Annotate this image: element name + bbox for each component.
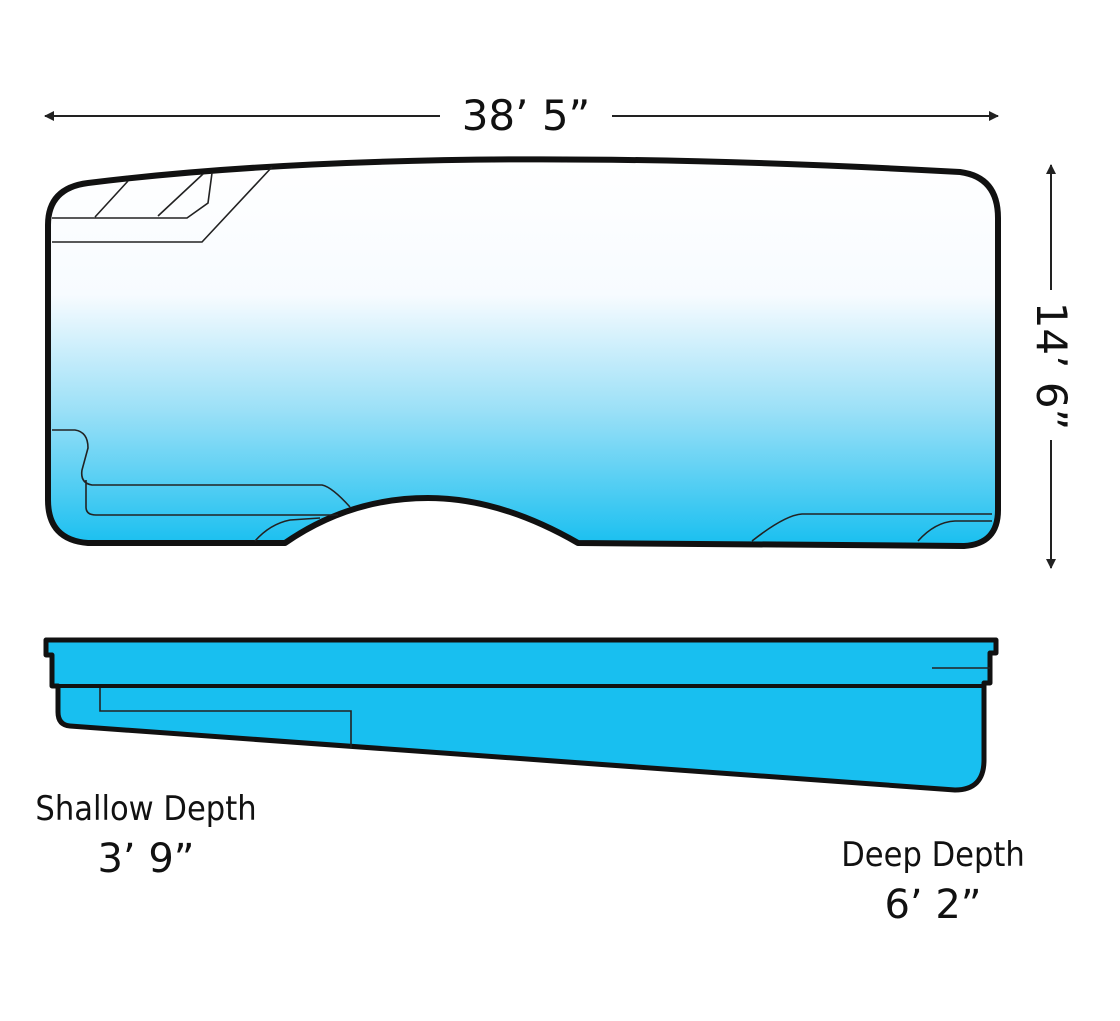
shallow-depth: Shallow Depth 3’ 9” [35,789,256,882]
width-dimension: 14’ 6” [1027,164,1076,569]
width-label: 14’ 6” [1027,302,1076,431]
pool-outline [45,156,1001,549]
pool-profile [43,637,999,793]
bench-bottom-left [52,429,351,516]
steps-top-left [52,166,273,243]
length-label: 38’ 5” [462,91,591,140]
profile-bench-line [99,688,352,748]
shallow-depth-label: Shallow Depth [35,789,256,829]
pool-plan-view [45,156,1001,549]
deep-depth-label: Deep Depth [841,835,1025,875]
pool-side-view [43,637,999,793]
steps-bottom-right [751,513,992,542]
deep-depth: Deep Depth 6’ 2” [841,835,1025,928]
shallow-depth-value: 3’ 9” [97,836,194,882]
step-bottom-left [254,517,321,542]
length-dimension: 38’ 5” [44,91,999,140]
deep-depth-value: 6’ 2” [884,882,981,928]
